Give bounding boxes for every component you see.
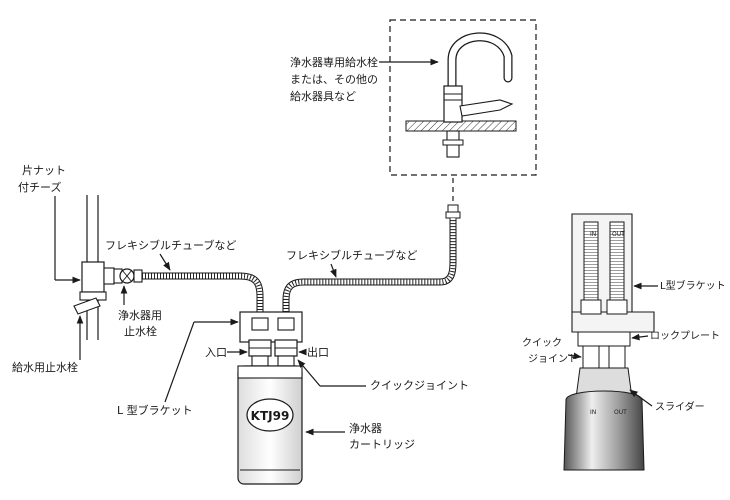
faucet-group	[389, 19, 537, 219]
detail-in-mark-top: IN	[590, 231, 596, 238]
supply-pipe-group	[73, 195, 143, 340]
outlet-label: 出口	[307, 345, 329, 359]
flex-right-text: フレキシブルチューブなど	[286, 248, 417, 262]
supply-valve-handle	[73, 297, 101, 315]
cartridge-label: 浄水器 カートリッジ	[305, 421, 415, 451]
detail-view: IN OUT IN OUT L型ブラケット ロックプレート クイック ジョイント…	[522, 213, 726, 471]
supply-valve-text: 給水用止水栓	[12, 360, 78, 374]
faucet-handle	[459, 99, 514, 117]
tee-label: 片ナット 付チーズ	[18, 164, 81, 284]
quick-joint-text: クイックジョイント	[370, 379, 469, 392]
faucet-dashed-frame	[389, 19, 537, 176]
tee-fitting	[81, 261, 105, 293]
detail-quick-joint-label-2: ジョイント	[528, 354, 578, 365]
detail-in-mark: IN	[590, 409, 596, 416]
stop-valve-line-2: 止水栓	[124, 324, 157, 338]
detail-l-bracket-label: L型ブラケット	[660, 279, 726, 292]
cartridge-model: KTJ99	[251, 409, 290, 423]
supply-valve-label: 給水用止水栓	[12, 315, 84, 374]
stop-valve-line-1: 浄水器用	[118, 308, 162, 322]
detail-cartridge	[563, 390, 645, 471]
faucet-label-line-2: または、その他の	[290, 73, 378, 86]
l-bracket-text: L 型ブラケット	[117, 403, 193, 417]
detail-out-mark: OUT	[614, 409, 627, 416]
tee-label-line-1: 片ナット	[22, 164, 66, 177]
faucet-label-line-3: 給水器具など	[290, 89, 356, 103]
cartridge-label-line-2: カートリッジ	[349, 438, 415, 451]
l-bracket-label: L 型ブラケット	[117, 318, 239, 417]
inlet-outlet-labels: 入口 出口	[205, 345, 329, 359]
flex-tube-left	[142, 272, 264, 318]
flex-right-label: フレキシブルチューブなど	[286, 248, 417, 278]
detail-slider-label: スライダー	[655, 400, 705, 413]
detail-lock-plate	[577, 331, 631, 347]
quick-joint-label: クイックジョイント	[297, 359, 469, 392]
faucet-label: 浄水器専用給水栓 または、その他の 給水器具など	[290, 55, 439, 103]
inlet-label: 入口	[205, 346, 227, 359]
faucet-body	[443, 85, 463, 123]
detail-out-mark-top: OUT	[612, 231, 625, 238]
faucet-label-line-1: 浄水器専用給水栓	[290, 55, 378, 69]
flex-left-label: フレキシブルチューブなど	[105, 238, 236, 271]
purifier-assembly: KTJ99	[237, 311, 303, 485]
flex-tube-right	[282, 218, 457, 318]
tee-label-line-2: 付チーズ	[18, 180, 61, 194]
flex-left-text: フレキシブルチューブなど	[105, 238, 236, 252]
detail-lock-plate-label: ロックプレート	[650, 330, 720, 342]
detail-quick-joint-label-1: クイック	[522, 337, 562, 349]
cartridge-model-badge	[246, 398, 294, 432]
cartridge-label-line-1: 浄水器	[349, 421, 382, 435]
stop-valve-label: 浄水器用 止水栓	[118, 285, 162, 338]
